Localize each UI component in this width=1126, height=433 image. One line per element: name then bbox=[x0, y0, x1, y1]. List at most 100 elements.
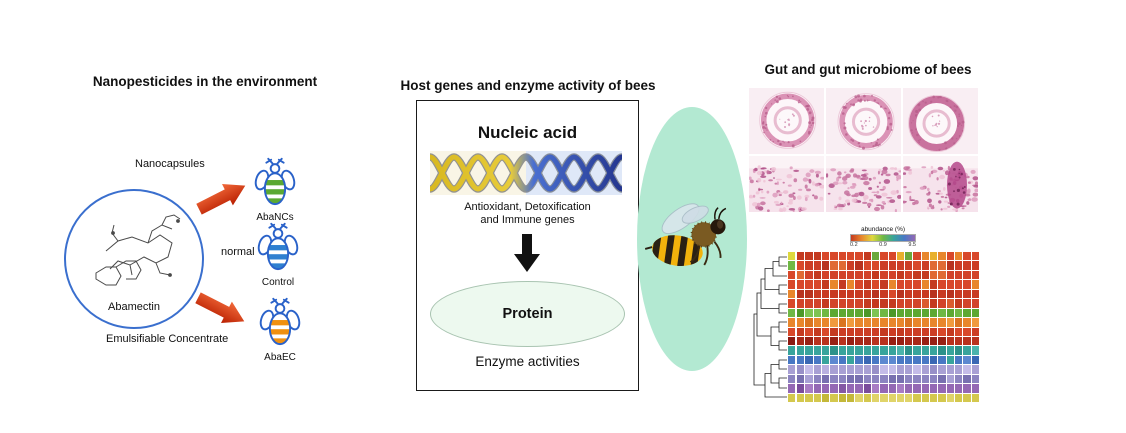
heatmap-cell bbox=[896, 280, 905, 289]
heatmap-cell bbox=[938, 374, 946, 384]
heatmap-cell bbox=[821, 374, 830, 384]
heatmap-cell bbox=[821, 252, 830, 261]
genes-text-line2: and Immune genes bbox=[480, 214, 575, 226]
heatmap-cell bbox=[905, 346, 913, 355]
heatmap-cell bbox=[896, 384, 905, 393]
heatmap-cell bbox=[830, 270, 838, 280]
heatmap-cell bbox=[955, 280, 963, 289]
heatmap-cell bbox=[863, 393, 871, 402]
heatmap-cell bbox=[863, 336, 871, 346]
heatmap-cell bbox=[863, 252, 871, 261]
heatmap-cell bbox=[805, 365, 813, 374]
heatmap-cell bbox=[871, 318, 880, 327]
heatmap-cell bbox=[838, 336, 846, 346]
heatmap-cell bbox=[805, 270, 813, 280]
heatmap-cell bbox=[871, 384, 880, 393]
heatmap-cell bbox=[905, 280, 913, 289]
heatmap-cell bbox=[880, 270, 888, 280]
dna-helix-icon bbox=[430, 151, 622, 195]
heatmap-cell bbox=[797, 346, 805, 355]
heatmap-cell bbox=[797, 270, 805, 280]
heatmap-cell bbox=[888, 384, 896, 393]
legend-tick: 9.5 bbox=[908, 242, 916, 248]
row-strip-cell bbox=[788, 346, 795, 355]
protein-ellipse: Protein bbox=[430, 281, 625, 347]
heatmap-cell bbox=[888, 336, 896, 346]
heatmap-cell bbox=[855, 365, 863, 374]
row-strip-cell bbox=[788, 393, 795, 402]
heatmap-cell bbox=[946, 384, 955, 393]
legend-gradient-bar bbox=[850, 234, 916, 242]
heatmap-cell bbox=[821, 289, 830, 299]
heatmap-cell bbox=[855, 393, 863, 402]
heatmap-cell bbox=[871, 365, 880, 374]
heatmap-cell bbox=[905, 270, 913, 280]
heatmap-cell bbox=[830, 374, 838, 384]
heatmap-cell bbox=[863, 270, 871, 280]
heatmap-cell bbox=[871, 355, 880, 365]
heatmap-cell bbox=[830, 252, 838, 261]
heatmap-cell bbox=[846, 365, 855, 374]
heatmap-cell bbox=[797, 384, 805, 393]
heatmap-cell bbox=[797, 252, 805, 261]
gut-tissue-image bbox=[749, 156, 824, 212]
heatmap-cell bbox=[913, 318, 921, 327]
heatmap-cell bbox=[846, 355, 855, 365]
heatmap-cell bbox=[971, 393, 979, 402]
heatmap-cell bbox=[921, 355, 930, 365]
heatmap-cell bbox=[963, 365, 971, 374]
heatmap-cell bbox=[955, 261, 963, 270]
heatmap-cell bbox=[855, 318, 863, 327]
heatmap-cell bbox=[846, 289, 855, 299]
heatmap-cell bbox=[896, 289, 905, 299]
heatmap-cell bbox=[838, 299, 846, 308]
heatmap-cell bbox=[888, 365, 896, 374]
right-panel-title: Gut and gut microbiome of bees bbox=[764, 62, 972, 77]
row-strip-cell bbox=[788, 308, 795, 318]
heatmap-cell bbox=[921, 336, 930, 346]
heatmap-cell bbox=[855, 289, 863, 299]
heatmap-cell bbox=[913, 270, 921, 280]
heatmap-cell bbox=[888, 289, 896, 299]
heatmap-cell bbox=[955, 318, 963, 327]
heatmap-cell bbox=[830, 308, 838, 318]
heatmap-cell bbox=[871, 346, 880, 355]
heatmap-cell bbox=[880, 299, 888, 308]
middle-panel-title: Host genes and enzyme activity of bees bbox=[400, 78, 656, 93]
gut-tissue-image bbox=[903, 156, 978, 212]
heatmap-cell bbox=[863, 365, 871, 374]
heatmap-cell bbox=[797, 318, 805, 327]
heatmap-cell bbox=[830, 355, 838, 365]
heatmap-cell bbox=[938, 261, 946, 270]
heatmap-cell bbox=[955, 393, 963, 402]
heatmap-cell bbox=[938, 252, 946, 261]
heatmap-cell bbox=[871, 280, 880, 289]
heatmap-cell bbox=[946, 299, 955, 308]
heatmap-cell bbox=[797, 308, 805, 318]
row-strip-cell bbox=[788, 261, 795, 270]
heatmap-cell bbox=[863, 299, 871, 308]
heatmap-cell bbox=[813, 299, 821, 308]
heatmap-cell bbox=[830, 318, 838, 327]
heatmap-cell bbox=[921, 280, 930, 289]
heatmap-cell bbox=[930, 336, 938, 346]
emulsifiable-concentrate-label: Emulsifiable Concentrate bbox=[106, 333, 229, 345]
heatmap-cell bbox=[821, 327, 830, 336]
heatmap-cell bbox=[963, 355, 971, 365]
honeybee-icon bbox=[644, 203, 727, 270]
heatmap-cell bbox=[838, 384, 846, 393]
heatmap-cell bbox=[963, 289, 971, 299]
heatmap-cell bbox=[905, 327, 913, 336]
heatmap-cell bbox=[930, 252, 938, 261]
heatmap-cell bbox=[830, 384, 838, 393]
heatmap-cell bbox=[896, 355, 905, 365]
heatmap-cell bbox=[971, 318, 979, 327]
heatmap-cell bbox=[963, 318, 971, 327]
heatmap-cell bbox=[913, 299, 921, 308]
legend-tick: 0.2 bbox=[850, 242, 858, 248]
heatmap-cell bbox=[805, 393, 813, 402]
heatmap-cell bbox=[863, 280, 871, 289]
heatmap-cell bbox=[813, 384, 821, 393]
heatmap-cell bbox=[871, 374, 880, 384]
heatmap-cell bbox=[896, 336, 905, 346]
